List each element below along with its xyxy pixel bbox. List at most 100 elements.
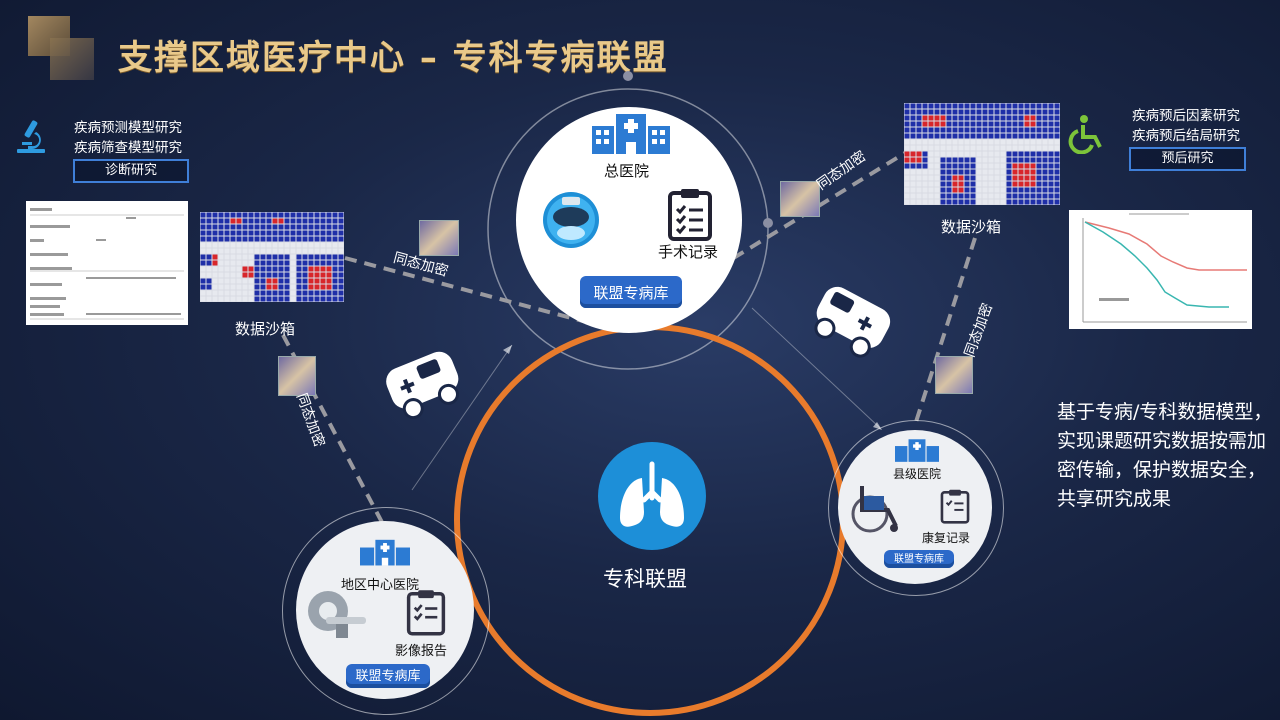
grid-cell bbox=[922, 115, 928, 121]
grid-cell bbox=[994, 109, 1000, 115]
grid-cell bbox=[284, 272, 290, 278]
grid-cell bbox=[296, 218, 302, 224]
grid-cell bbox=[338, 248, 344, 254]
grid-cell bbox=[1012, 139, 1018, 145]
grid-cell bbox=[224, 212, 230, 218]
grid-cell bbox=[320, 284, 326, 290]
grid-cell bbox=[1036, 169, 1042, 175]
grid-cell bbox=[910, 103, 916, 109]
grid-cell bbox=[982, 145, 988, 151]
grid-cell bbox=[940, 157, 946, 163]
grid-cell bbox=[1006, 199, 1012, 205]
grid-cell bbox=[296, 248, 302, 254]
grid-cell bbox=[1012, 145, 1018, 151]
grid-cell bbox=[290, 296, 296, 302]
grid-cell bbox=[1000, 133, 1006, 139]
grid-cell bbox=[272, 248, 278, 254]
grid-cell bbox=[212, 248, 218, 254]
grid-cell bbox=[1018, 127, 1024, 133]
grid-cell bbox=[958, 139, 964, 145]
grid-cell bbox=[230, 224, 236, 230]
grid-cell bbox=[1054, 127, 1060, 133]
grid-cell bbox=[200, 278, 206, 284]
grid-cell bbox=[326, 278, 332, 284]
grid-cell bbox=[970, 127, 976, 133]
grid-cell bbox=[922, 151, 928, 157]
grid-cell bbox=[266, 284, 272, 290]
grid-cell bbox=[224, 254, 230, 260]
grid-cell bbox=[224, 284, 230, 290]
grid-cell bbox=[922, 121, 928, 127]
grid-cell bbox=[1036, 109, 1042, 115]
grid-cell bbox=[1048, 193, 1054, 199]
grid-cell bbox=[910, 169, 916, 175]
grid-cell bbox=[1054, 193, 1060, 199]
grid-cell bbox=[946, 139, 952, 145]
grid-cell bbox=[320, 230, 326, 236]
grid-cell bbox=[988, 169, 994, 175]
grid-cell bbox=[1006, 151, 1012, 157]
grid-cell bbox=[1018, 169, 1024, 175]
grid-cell bbox=[1042, 121, 1048, 127]
grid-cell bbox=[958, 121, 964, 127]
grid-cell bbox=[928, 139, 934, 145]
grid-cell bbox=[266, 224, 272, 230]
grid-cell bbox=[212, 284, 218, 290]
grid-cell bbox=[248, 230, 254, 236]
grid-cell bbox=[1018, 121, 1024, 127]
grid-cell bbox=[260, 242, 266, 248]
grid-cell bbox=[260, 296, 266, 302]
grid-cell bbox=[224, 230, 230, 236]
grid-cell bbox=[976, 121, 982, 127]
grid-cell bbox=[1018, 199, 1024, 205]
grid-cell bbox=[308, 224, 314, 230]
grid-cell bbox=[320, 260, 326, 266]
grid-cell bbox=[290, 236, 296, 242]
grid-cell bbox=[988, 163, 994, 169]
grid-cell bbox=[946, 199, 952, 205]
grid-cell bbox=[928, 199, 934, 205]
grid-cell bbox=[248, 236, 254, 242]
grid-cell bbox=[284, 260, 290, 266]
grid-cell bbox=[248, 260, 254, 266]
grid-cell bbox=[1054, 181, 1060, 187]
grid-cell bbox=[224, 248, 230, 254]
grid-cell bbox=[928, 163, 934, 169]
grid-cell bbox=[314, 278, 320, 284]
grid-cell bbox=[940, 139, 946, 145]
grid-cell bbox=[302, 236, 308, 242]
ring-node bbox=[623, 71, 633, 81]
grid-cell bbox=[314, 236, 320, 242]
grid-cell bbox=[200, 242, 206, 248]
grid-cell bbox=[296, 224, 302, 230]
grid-cell bbox=[230, 254, 236, 260]
grid-cell bbox=[230, 242, 236, 248]
grid-cell bbox=[904, 115, 910, 121]
summary-text: 基于专病/专科数据模型，实现课题研究数据按需加密传输，保护数据安全，共享研究成果 bbox=[1057, 401, 1273, 510]
grid-cell bbox=[272, 230, 278, 236]
grid-cell bbox=[206, 272, 212, 278]
grid-cell bbox=[236, 296, 242, 302]
grid-cell bbox=[994, 121, 1000, 127]
grid-cell bbox=[1054, 175, 1060, 181]
grid-cell bbox=[982, 115, 988, 121]
grid-cell bbox=[266, 254, 272, 260]
rehab-record-label: 康复记录 bbox=[922, 531, 971, 545]
alliance-disease-db: 联盟专病库 bbox=[346, 664, 430, 688]
grid-cell bbox=[922, 199, 928, 205]
grid-cell bbox=[308, 230, 314, 236]
grid-cell bbox=[1048, 109, 1054, 115]
lungs-icon bbox=[598, 442, 706, 550]
grid-cell bbox=[952, 199, 958, 205]
grid-cell bbox=[260, 248, 266, 254]
grid-cell bbox=[970, 181, 976, 187]
grid-cell bbox=[332, 248, 338, 254]
grid-cell bbox=[218, 224, 224, 230]
grid-cell bbox=[320, 248, 326, 254]
grid-cell bbox=[1054, 163, 1060, 169]
grid-cell bbox=[940, 121, 946, 127]
grid-cell bbox=[946, 175, 952, 181]
grid-cell bbox=[904, 121, 910, 127]
grid-cell bbox=[326, 218, 332, 224]
grid-cell bbox=[326, 242, 332, 248]
